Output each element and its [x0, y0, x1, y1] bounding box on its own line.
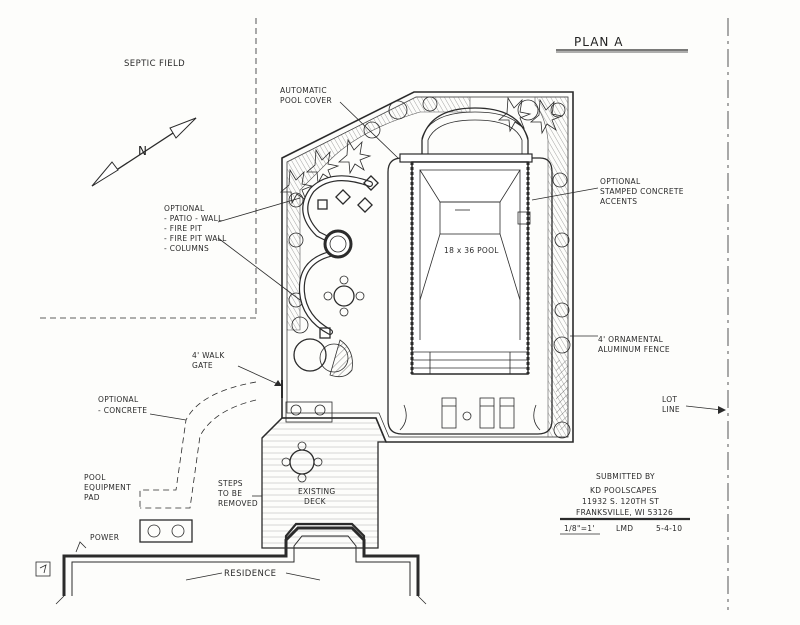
column [363, 175, 379, 191]
fire-pit-bowl [329, 235, 347, 253]
power-meter [35, 541, 87, 577]
equipment-label-1: POOL [84, 473, 106, 482]
optional-list-1: OPTIONAL [164, 204, 205, 213]
lounge-chair [479, 397, 495, 429]
company-street: 11932 S. 120TH ST [582, 497, 659, 506]
lounge-chair [499, 397, 515, 429]
steps-label-3: REMOVED [218, 499, 258, 508]
lounge-chairs [441, 397, 515, 429]
column [319, 327, 331, 339]
lounge-chair [441, 397, 457, 429]
ornamental-grass [497, 96, 532, 133]
ornamental-grass [337, 138, 372, 175]
company-name: KD POOLSCAPES [590, 486, 657, 495]
fence-label-2: ALUMINUM FENCE [598, 345, 670, 354]
existing-deck-label-2: DECK [304, 497, 327, 506]
optional-concrete-label-2: - CONCRETE [98, 406, 147, 415]
pool-size-label: 18 x 36 POOL [444, 246, 499, 255]
column [335, 189, 351, 205]
shrub [550, 102, 566, 118]
leader-lines [217, 101, 726, 414]
fence-label-1: 4' ORNAMENTAL [598, 335, 664, 344]
optional-list-4: - FIRE PIT WALL [164, 234, 227, 243]
tree [319, 343, 349, 373]
optional-list-3: - FIRE PIT [164, 224, 202, 233]
optional-list-2: - PATIO - WALL [164, 214, 223, 223]
column [317, 199, 328, 210]
north-letter: N [138, 144, 148, 158]
pool-equipment-pad [139, 519, 193, 543]
stamped-label-3: ACCENTS [600, 197, 637, 206]
stamped-label-1: OPTIONAL [600, 177, 641, 186]
optional-concrete-walk [139, 381, 257, 543]
shrub [554, 302, 570, 318]
pool-cover-label-2: POOL COVER [280, 96, 332, 105]
meter-box [35, 561, 51, 577]
steps-label-1: STEPS [218, 479, 243, 488]
cover-box [399, 153, 533, 163]
submitted-by: SUBMITTED BY [596, 472, 655, 481]
optional-concrete-label-1: OPTIONAL [98, 395, 139, 404]
equipment-label-2: EQUIPMENT [84, 483, 131, 492]
patio-wall [298, 175, 379, 339]
walk-gate-label-2: GATE [192, 361, 213, 370]
shrub [288, 232, 304, 248]
title-block: SUBMITTED BY KD POOLSCAPES 11932 S. 120T… [560, 472, 690, 535]
drawn-by: LMD [616, 524, 633, 533]
shrub [517, 99, 539, 121]
pool-outline [411, 161, 529, 375]
company-city: FRANKSVILLE, WI 53126 [576, 508, 673, 517]
lot-line-label-1: LOT [662, 395, 677, 404]
equipment-label-3: PAD [84, 493, 100, 502]
residence: RESIDENCE [55, 526, 427, 605]
plan-title-block: PLAN A [556, 35, 688, 53]
drawing-date: 5-4-10 [656, 524, 682, 533]
steps-label-2: TO BE [217, 489, 242, 498]
fire-pit [323, 229, 353, 259]
shrub [553, 336, 571, 354]
side-table [462, 411, 472, 421]
septic-field-label: SEPTIC FIELD [124, 59, 185, 69]
existing-deck-label-1: EXISTING [298, 487, 335, 496]
lot-line-label-2: LINE [662, 405, 680, 414]
deck-boards [261, 417, 387, 549]
pool-deck [387, 107, 553, 435]
scale: 1/8"=1' [564, 524, 595, 533]
deck-outline [387, 107, 553, 435]
shrub [554, 232, 570, 248]
column [357, 197, 373, 213]
shrub [288, 192, 304, 208]
shrub [363, 121, 381, 139]
pool-ladder [517, 211, 531, 225]
walk-gate-label-1: 4' WALK [192, 351, 225, 360]
shrub [422, 96, 438, 112]
power-label: POWER [90, 533, 119, 542]
plantings [279, 96, 571, 439]
automatic-pool-cover [399, 153, 533, 163]
shrub [291, 316, 309, 334]
patio-table [323, 275, 365, 317]
annotations: SEPTIC FIELD AUTOMATIC POOL COVER OPTION… [84, 59, 684, 542]
north-arrow: N [91, 117, 197, 187]
stamped-label-2: STAMPED CONCRETE [600, 187, 684, 196]
pool: 18 x 36 POOL [410, 161, 530, 375]
tree [293, 338, 327, 372]
ornamental-grass [529, 98, 564, 135]
walk-gate [281, 380, 333, 423]
residence-label: RESIDENCE [224, 569, 276, 579]
shrub [552, 172, 568, 188]
shrub [388, 100, 408, 120]
plan-title: PLAN A [574, 35, 623, 49]
shrub [553, 421, 571, 439]
optional-list-5: - COLUMNS [164, 244, 209, 253]
property-lines [40, 18, 729, 610]
pool-cover-label-1: AUTOMATIC [280, 86, 327, 95]
